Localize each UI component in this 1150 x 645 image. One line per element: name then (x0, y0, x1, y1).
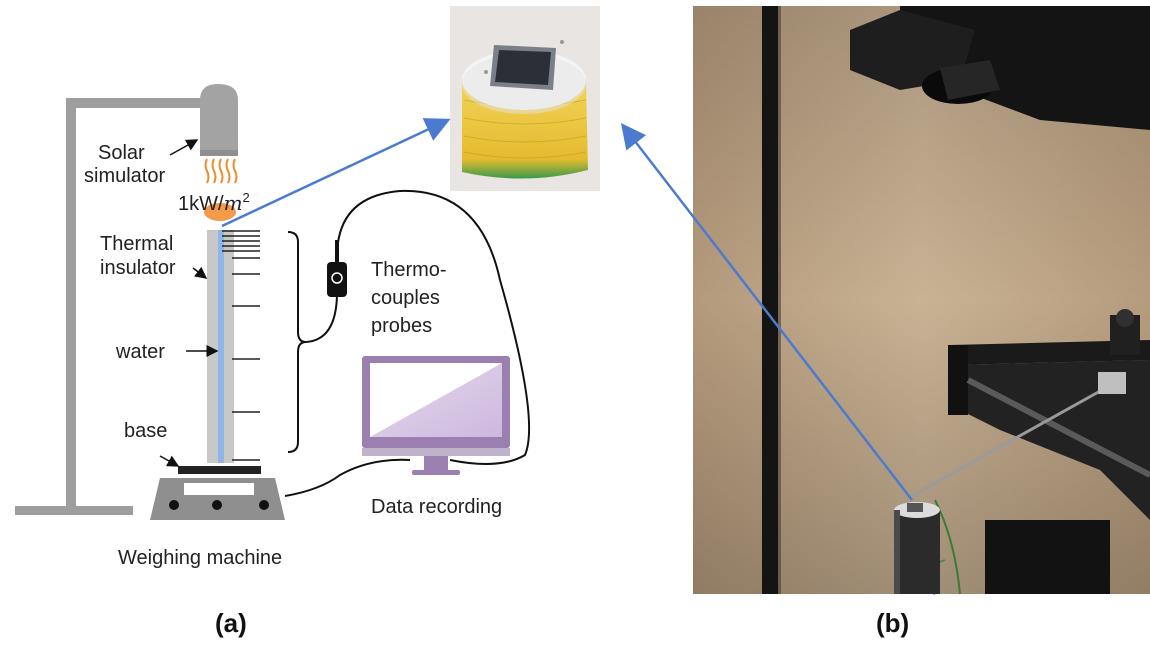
solar-simulator-label-2: simulator (84, 165, 165, 187)
sample-cylinder (894, 502, 940, 594)
solar-simulator-label: Solar (98, 142, 145, 164)
base-arrow (159, 455, 180, 467)
support-rail (948, 309, 1150, 520)
thermal-insulator-label: Thermal (100, 233, 173, 255)
thermocouples-label: Thermo- (371, 259, 447, 281)
probe-rod (909, 378, 1121, 499)
insulator-arrow (192, 266, 208, 279)
sample-photo (450, 6, 600, 191)
base-plate (178, 466, 261, 474)
weighing-machine-label: Weighing machine (118, 547, 282, 569)
schematic-to-sample-arrow (221, 118, 451, 228)
photo-to-sample-arrow (620, 123, 913, 501)
thermal-insulator-label-2: insulator (100, 257, 176, 279)
data-recording-label: Data recording (371, 496, 502, 518)
panel-a-schematic: Solar simulator 1kW/m2 Thermal insulator… (15, 84, 531, 638)
base-label: base (124, 420, 167, 442)
panel-b-caption: (b) (876, 608, 909, 638)
thermocouples-label-2: couples (371, 287, 440, 309)
data-cable (284, 458, 411, 497)
irradiance-label: 1kW/m2 (178, 190, 250, 215)
thermocouple-ticks (222, 230, 260, 461)
monitor-icon (362, 356, 510, 475)
water-label: water (115, 341, 165, 363)
lamp-head (850, 6, 1150, 130)
solar-simulator-arrow (169, 139, 199, 156)
sun-rays-icon (204, 158, 238, 221)
panel-b-photo: (b) (693, 6, 1150, 638)
thermocouples-label-3: probes (371, 315, 432, 337)
thermocouple-plug-icon (327, 240, 347, 297)
thermocouple-bracket (287, 231, 307, 453)
sample-icon (462, 40, 588, 179)
insulator-column (207, 230, 234, 463)
solar-simulator-icon (200, 84, 238, 156)
simulator-stand (15, 98, 216, 515)
panel-a-caption: (a) (215, 608, 247, 638)
weighing-machine-icon (150, 478, 285, 520)
